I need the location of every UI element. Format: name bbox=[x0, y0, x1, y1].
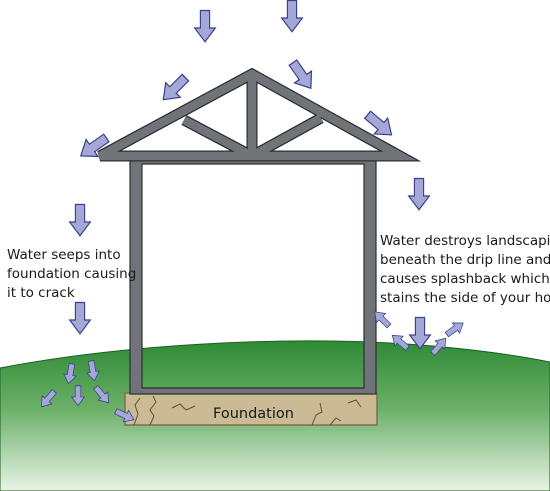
seepage-annotation: Water seeps into foundation causing it t… bbox=[7, 246, 136, 303]
rain-arrow-icon bbox=[408, 177, 430, 211]
rain-arrow-icon bbox=[281, 0, 303, 33]
splashback-line-2: beneath the drip line and bbox=[380, 252, 550, 268]
crack-line-icon bbox=[171, 403, 196, 411]
splashback-line-1: Water destroys landscaping bbox=[380, 233, 550, 249]
splash-arrow-icon bbox=[442, 317, 468, 340]
seepage-line-3: it to crack bbox=[7, 285, 75, 301]
foundation: Foundation bbox=[124, 392, 378, 426]
crack-line-icon bbox=[311, 402, 323, 426]
roof-truss bbox=[97, 67, 422, 162]
crack-line-icon bbox=[133, 397, 141, 426]
rain-arrow-icon bbox=[155, 69, 194, 108]
foundation-label: Foundation bbox=[213, 406, 294, 422]
rain-arrow-icon bbox=[69, 203, 91, 237]
splashback-annotation: Water destroys landscaping beneath the d… bbox=[380, 232, 550, 308]
splashback-line-4: stains the side of your home bbox=[380, 290, 550, 306]
rain-arrow-icon bbox=[283, 56, 320, 95]
seepage-line-1: Water seeps into bbox=[7, 247, 121, 263]
crack-line-icon bbox=[329, 417, 342, 426]
seepage-line-2: foundation causing bbox=[7, 266, 137, 282]
rain-arrow-icon bbox=[194, 9, 216, 43]
crack-line-icon bbox=[347, 399, 362, 408]
crack-line-icon bbox=[149, 395, 157, 426]
rain-arrow-icon bbox=[69, 301, 91, 335]
splashback-line-3: causes splashback which bbox=[380, 271, 550, 287]
